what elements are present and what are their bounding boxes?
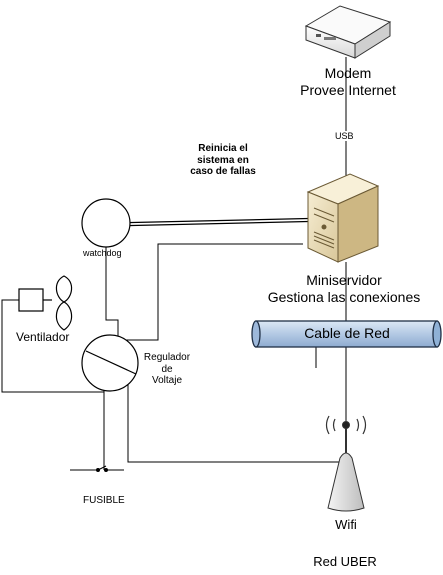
modem-title: Modem [324,65,372,81]
modem-subtitle: Provee Internet [300,82,396,99]
fan-icon [18,275,73,331]
regulator-icon [81,334,139,392]
server-title: Miniservidor [306,272,382,288]
watchdog-note: Reinicia el sistema en caso de fallas [170,143,276,178]
network-cable [251,320,442,348]
regulator-label: Regulador de Voltaje [138,352,196,387]
watchdog-note-line-2: sistema en [197,154,249,166]
watchdog-label: watchdog [83,248,122,258]
modem-icon [304,5,392,59]
network-label: Red UBER [313,554,377,569]
watchdog-note-line-1: Reinicia el [198,143,248,154]
fuse-label: FUSIBLE [83,495,125,506]
cable-label: Cable de Red [304,325,390,341]
wifi-icon [325,415,367,512]
fan-label: Ventilador [16,330,70,344]
wifi-label: Wifi [335,517,357,532]
regulator-line-3: Voltaje [151,375,183,386]
server-subtitle: Gestiona las conexiones [267,289,421,306]
watchdog-icon [81,198,131,248]
connection-lines [1,57,347,470]
usb-label: USB [334,131,355,142]
watchdog-note-line-3: caso de fallas [190,166,256,177]
server-icon [306,173,380,263]
regulator-line-1: Regulador [143,352,191,363]
fuse-icon [70,465,124,472]
regulator-line-2: de [161,363,173,375]
watchdog-reset-arrows [106,214,336,229]
modem-label: Modem Provee Internet [280,65,416,98]
server-label: Miniservidor Gestiona las conexiones [256,272,432,305]
